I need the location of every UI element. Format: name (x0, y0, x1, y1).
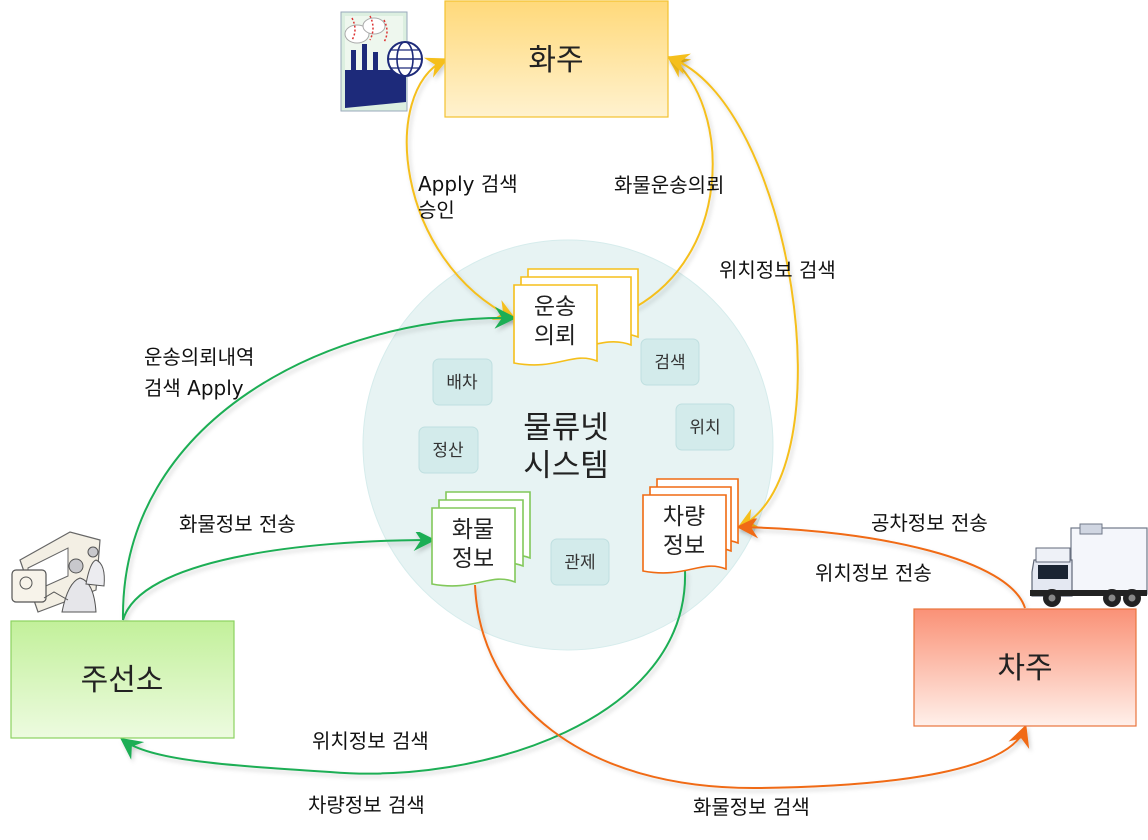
function-settlement-label: 정산 (432, 441, 464, 461)
shipper-label: 화주 (528, 43, 583, 78)
label-request-history-line1: 운송의뢰내역 (144, 345, 254, 369)
edge-request-history (121, 306, 517, 621)
doc-vehicle-info-line2: 정보 (663, 533, 705, 559)
doc-transport-request-line1: 운송 (534, 294, 576, 320)
edge-cargo-info-send (122, 529, 436, 621)
truck-icon (1030, 523, 1148, 607)
edge-location-search-shipper (666, 53, 799, 529)
carrier-node: 차주 (913, 608, 1137, 727)
doc-transport-request: 운송 의뢰 (513, 268, 639, 366)
edge-cargo-search (474, 584, 1030, 790)
function-dispatch-label: 배차 (446, 373, 478, 393)
edge-empty-vehicle-send (736, 516, 1026, 609)
label-apply-search-line1: Apply 검색 (418, 172, 518, 196)
label-cargo-info-send: 화물정보 전송 (179, 512, 296, 536)
doc-cargo-info-line1: 화물 (452, 517, 494, 543)
office-workers-icon (11, 531, 105, 613)
label-location-send: 위치정보 전송 (815, 561, 932, 585)
function-location: 위치 (675, 403, 735, 451)
shipper-node: 화주 (444, 0, 669, 118)
label-request-history-line2: 검색 Apply (144, 376, 244, 400)
label-empty-vehicle-send: 공차정보 전송 (871, 511, 988, 535)
doc-cargo-info: 화물 정보 (431, 491, 531, 587)
function-settlement: 정산 (418, 426, 479, 474)
function-dispatch: 배차 (432, 358, 493, 406)
forwarder-label: 주선소 (81, 663, 164, 698)
center-label-line1: 물류넷 (523, 410, 609, 446)
factory-globe-icon (340, 11, 423, 112)
label-location-search-forwarder: 위치정보 검색 (312, 729, 429, 753)
doc-vehicle-info: 차량 정보 (642, 478, 739, 574)
label-vehicle-search: 차량정보 검색 (308, 793, 425, 817)
doc-transport-request-line2: 의뢰 (534, 323, 576, 349)
label-cargo-transport-request: 화물운송의뢰 (614, 173, 724, 197)
edge-apply-search (405, 57, 517, 320)
carrier-label: 차주 (997, 651, 1052, 686)
doc-cargo-info-line2: 정보 (452, 546, 494, 572)
edge-vehicle-search (120, 569, 687, 775)
forwarder-node: 주선소 (10, 620, 235, 739)
label-location-search-shipper: 위치정보 검색 (719, 258, 836, 282)
function-search-label: 검색 (654, 353, 685, 373)
function-control: 관제 (550, 538, 610, 586)
label-cargo-search: 화물정보 검색 (693, 795, 810, 819)
function-search: 검색 (640, 338, 700, 386)
function-location-label: 위치 (689, 418, 720, 438)
center-label-line2: 시스템 (523, 448, 609, 484)
function-control-label: 관제 (564, 553, 595, 573)
doc-vehicle-info-line1: 차량 (663, 504, 705, 530)
label-apply-search-line2: 승인 (418, 198, 455, 222)
